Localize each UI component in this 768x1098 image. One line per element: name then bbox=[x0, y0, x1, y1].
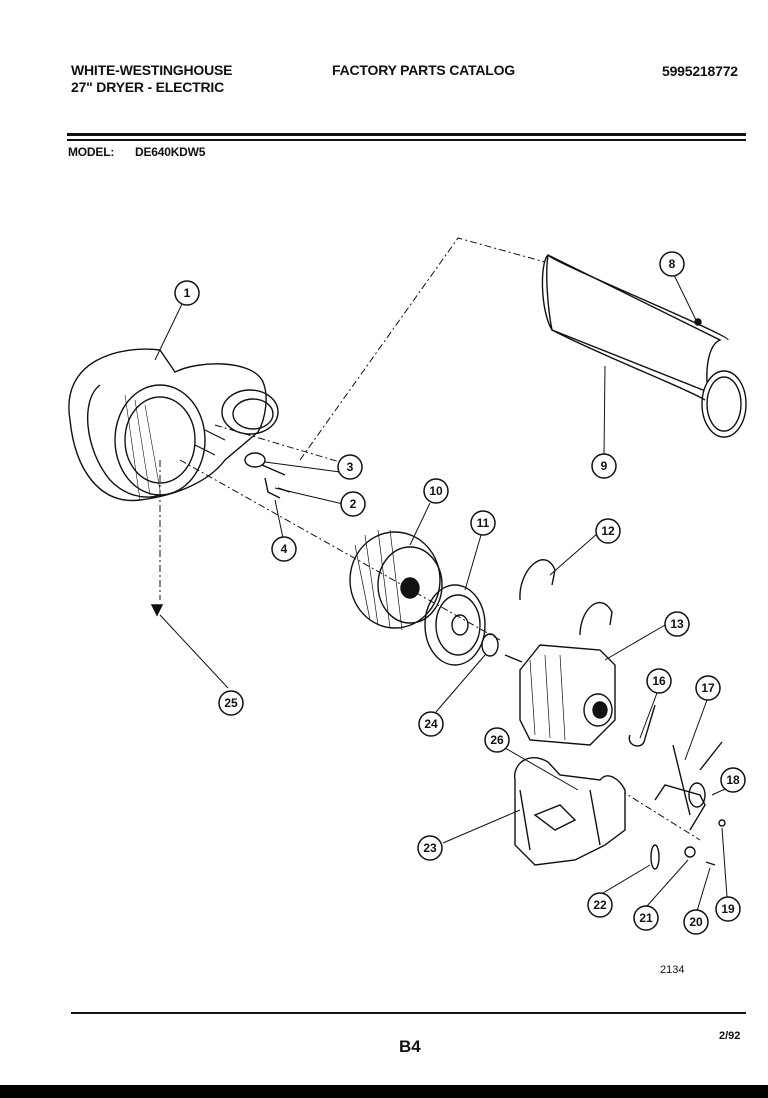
idler-assembly bbox=[654, 741, 726, 831]
blower-wheel bbox=[349, 529, 443, 631]
motor-mount bbox=[514, 756, 626, 866]
callout-2: 2 bbox=[340, 491, 366, 517]
callout-1-text: 1 bbox=[184, 286, 191, 300]
motor-straps bbox=[519, 559, 613, 636]
callout-16: 16 bbox=[646, 668, 672, 694]
callout-11: 11 bbox=[470, 510, 496, 536]
seal-plate bbox=[424, 584, 486, 666]
catalog-title: FACTORY PARTS CATALOG bbox=[332, 62, 515, 78]
callout-3-text: 3 bbox=[347, 460, 354, 474]
assembly-guide-lines bbox=[159, 237, 701, 841]
callout-13-text: 13 bbox=[670, 617, 684, 631]
model-number: DE640KDW5 bbox=[135, 145, 206, 159]
callout-4-text: 4 bbox=[281, 542, 288, 556]
callout-12: 12 bbox=[595, 518, 621, 544]
model-label: MODEL: bbox=[68, 145, 115, 159]
callout-8-text: 8 bbox=[669, 257, 676, 271]
callout-19: 19 bbox=[715, 896, 741, 922]
drawing-code: 2134 bbox=[660, 964, 685, 976]
callout-22-text: 22 bbox=[593, 898, 607, 912]
callout-17-text: 17 bbox=[701, 681, 715, 695]
product-subtitle: 27" DRYER - ELECTRIC bbox=[71, 79, 225, 95]
callout-20-text: 20 bbox=[689, 915, 703, 929]
callout-2-text: 2 bbox=[350, 497, 357, 511]
revision-date: 2/92 bbox=[719, 1030, 741, 1042]
idler-hardware bbox=[650, 844, 716, 870]
callout-10-text: 10 bbox=[429, 484, 443, 498]
page-code: B4 bbox=[399, 1037, 421, 1056]
callout-9: 9 bbox=[591, 453, 617, 479]
callout-23: 23 bbox=[417, 835, 443, 861]
callout-8: 8 bbox=[659, 251, 685, 277]
washer bbox=[481, 633, 499, 657]
callout-10: 10 bbox=[423, 478, 449, 504]
callout-24-text: 24 bbox=[424, 717, 438, 731]
callout-9-text: 9 bbox=[601, 459, 608, 473]
callout-24: 24 bbox=[418, 711, 444, 737]
callout-26-text: 26 bbox=[490, 733, 504, 747]
brand-name: WHITE-WESTINGHOUSE bbox=[71, 62, 233, 78]
callout-11-text: 11 bbox=[477, 516, 490, 530]
blower-housing bbox=[68, 348, 279, 502]
screw bbox=[150, 604, 164, 617]
leader-lines bbox=[154, 274, 728, 912]
callout-25: 25 bbox=[218, 690, 244, 716]
callout-22: 22 bbox=[587, 892, 613, 918]
callout-26: 26 bbox=[484, 727, 510, 753]
callout-21-text: 21 bbox=[639, 911, 653, 925]
callout-4: 4 bbox=[271, 536, 297, 562]
callout-18: 18 bbox=[720, 767, 746, 793]
callout-3: 3 bbox=[337, 454, 363, 480]
callout-16-text: 16 bbox=[652, 674, 666, 688]
thermostat-parts bbox=[244, 452, 291, 499]
header-rule-thick bbox=[67, 133, 746, 136]
callout-labels: 1 2 3 4 8 9 10 11 12 13 16 17 18 19 20 2… bbox=[174, 251, 746, 935]
callout-25-text: 25 bbox=[224, 696, 238, 710]
exhaust-duct bbox=[541, 253, 747, 438]
footer-rule bbox=[71, 1012, 746, 1014]
catalog-part-number: 5995218772 bbox=[662, 63, 738, 79]
callout-19-text: 19 bbox=[721, 902, 735, 916]
callout-23-text: 23 bbox=[423, 841, 437, 855]
callout-1: 1 bbox=[174, 280, 200, 306]
spring-clip bbox=[628, 704, 656, 747]
callout-21: 21 bbox=[633, 905, 659, 931]
drive-motor bbox=[504, 644, 616, 746]
callout-18-text: 18 bbox=[726, 773, 740, 787]
callout-17: 17 bbox=[695, 675, 721, 701]
callout-12-text: 12 bbox=[601, 524, 615, 538]
callout-20: 20 bbox=[683, 909, 709, 935]
header-rule-thin bbox=[67, 139, 746, 141]
callout-13: 13 bbox=[664, 611, 690, 637]
